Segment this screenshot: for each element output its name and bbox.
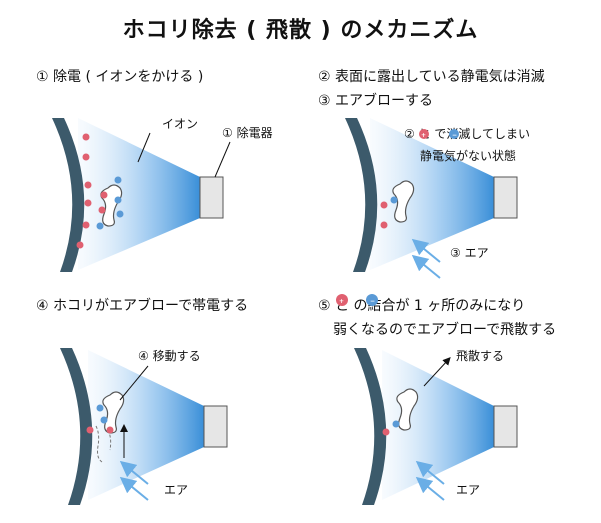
air-arrow bbox=[411, 238, 441, 263]
air-beam bbox=[370, 118, 494, 270]
dust-particle bbox=[392, 180, 415, 223]
minus-charge-icon bbox=[449, 129, 459, 139]
air-arrow bbox=[411, 254, 441, 279]
air-label: エア bbox=[456, 483, 480, 497]
plus-charge-icon bbox=[419, 129, 429, 139]
panel4-caption-line2: 弱くなるのでエアブローで飛散する bbox=[333, 322, 557, 338]
air-arrow bbox=[415, 460, 445, 485]
blower-device bbox=[493, 405, 518, 448]
panel1-caption: ① 除電 ( イオンをかける ) bbox=[36, 69, 204, 85]
charges bbox=[382, 420, 400, 436]
minus-charge-icon bbox=[366, 294, 378, 306]
curved-surface bbox=[60, 348, 93, 505]
panel3-caption: ④ ホコリがエアブローで帯電する bbox=[36, 298, 249, 314]
curved-surface bbox=[345, 118, 378, 272]
ionizer-label: ① 除電器 bbox=[222, 125, 273, 140]
dust-particle bbox=[396, 388, 419, 431]
ionizer-device bbox=[199, 176, 224, 219]
panel4: 飛散する エア bbox=[354, 348, 518, 505]
svg-text:+: + bbox=[339, 298, 344, 305]
ionizer-pointer-line bbox=[214, 141, 231, 178]
charges bbox=[86, 404, 114, 434]
move-label: ④ 移動する bbox=[138, 349, 201, 363]
curved-surface bbox=[354, 348, 387, 505]
air-beam bbox=[382, 350, 494, 500]
svg-text:+: + bbox=[421, 132, 426, 139]
curved-surface bbox=[52, 118, 85, 272]
note-line2: 静電気がない状態 bbox=[420, 148, 516, 163]
panel1: イオン ① 除電器 bbox=[52, 117, 273, 272]
page-title: ホコリ除去 ( 飛散 ) のメカニズム bbox=[122, 18, 479, 43]
air-arrow bbox=[119, 460, 149, 485]
ion-label: イオン bbox=[162, 117, 198, 131]
note-line1: ② と で消滅してしまい bbox=[404, 127, 530, 141]
panel3: ④ 移動する エア bbox=[60, 348, 228, 505]
fly-arrow bbox=[423, 357, 451, 387]
fly-label: 飛散する bbox=[456, 348, 504, 363]
air-beam bbox=[88, 350, 204, 500]
air-label: エア bbox=[164, 483, 188, 497]
blower-device bbox=[203, 405, 228, 448]
air-label: ③ エア bbox=[450, 246, 489, 260]
svg-text:−: − bbox=[370, 298, 375, 305]
ion-beam bbox=[78, 118, 200, 270]
blower-device bbox=[493, 176, 518, 219]
dust-particle bbox=[102, 391, 125, 434]
move-pointer-line bbox=[119, 365, 149, 401]
plus-charge-icon bbox=[336, 294, 348, 306]
ion-pointer-line bbox=[137, 132, 151, 163]
svg-text:−: − bbox=[452, 132, 457, 139]
air-arrow bbox=[415, 476, 445, 501]
panel2-caption-line2: ③ エアブローする bbox=[318, 93, 434, 109]
charges bbox=[380, 196, 398, 229]
air-arrow bbox=[119, 476, 149, 501]
charges bbox=[76, 133, 124, 249]
panel2: ② と で消滅してしまい + − 静電気がない状態 ③ エア bbox=[345, 118, 530, 279]
panel2-caption-line1: ② 表面に露出している静電気は消滅 bbox=[318, 69, 545, 85]
